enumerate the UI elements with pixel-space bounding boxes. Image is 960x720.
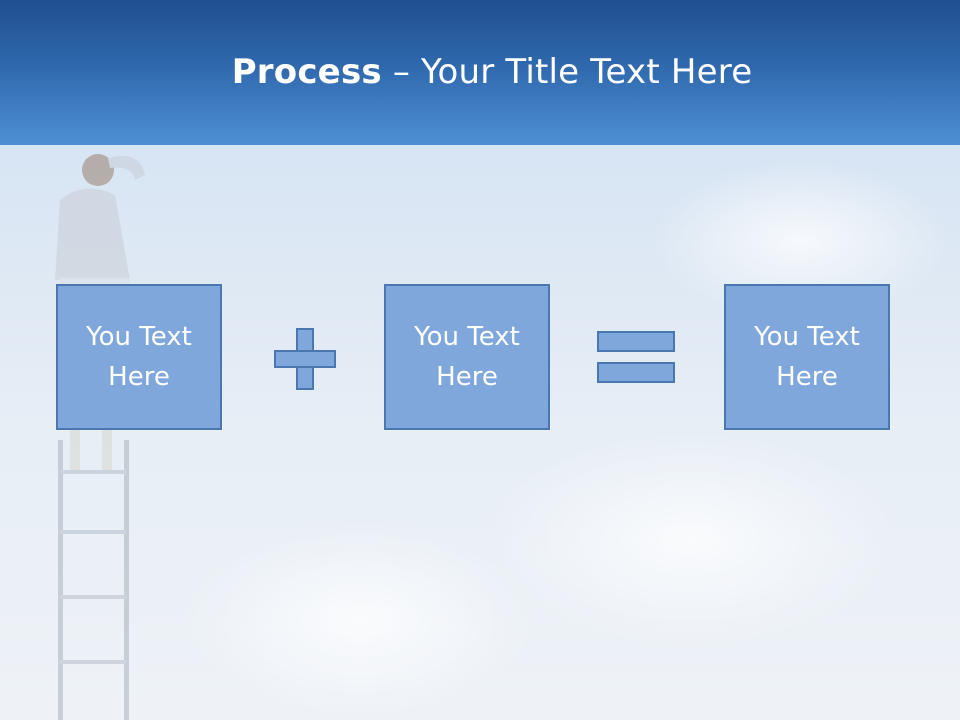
process-box-3-text: You Text Here xyxy=(754,322,860,392)
process-box-1: You Text Here xyxy=(56,284,222,430)
title-rest: – Your Title Text Here xyxy=(381,52,753,92)
equals-icon xyxy=(597,331,675,383)
slide-title: Process – Your Title Text Here xyxy=(0,52,960,92)
title-bold: Process xyxy=(231,52,382,92)
process-box-2-text: You Text Here xyxy=(414,322,520,392)
cloud-decoration xyxy=(480,430,900,650)
plus-icon xyxy=(274,328,336,390)
process-box-3: You Text Here xyxy=(724,284,890,430)
ladder-figure-image xyxy=(55,154,145,720)
cloud-decoration xyxy=(180,520,540,720)
title-banner: Process – Your Title Text Here xyxy=(0,0,960,145)
process-box-1-text: You Text Here xyxy=(86,322,192,392)
process-box-2: You Text Here xyxy=(384,284,550,430)
